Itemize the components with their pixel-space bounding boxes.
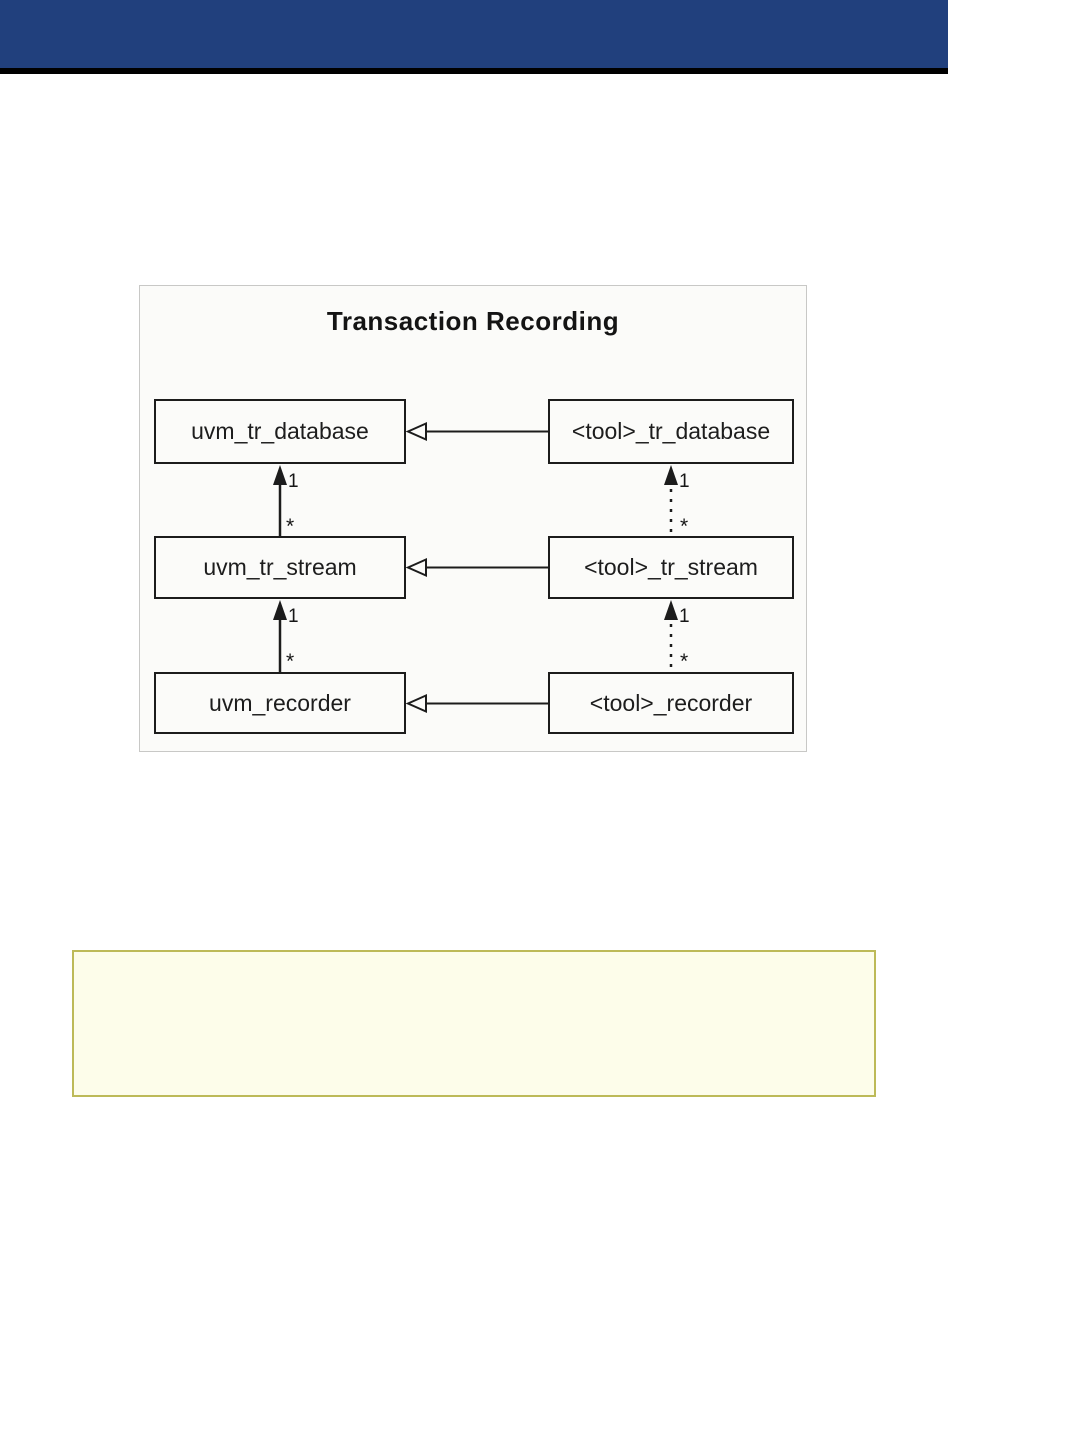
header-underline	[0, 68, 948, 74]
association-arrow-tool-stream-to-database	[664, 465, 678, 536]
diagram-title: Transaction Recording	[326, 306, 620, 336]
node-uvm-tr-stream: uvm_tr_stream	[154, 536, 406, 599]
multiplicity-one-right-gap1: 1	[679, 471, 690, 492]
association-arrow-uvm-stream-to-database	[273, 465, 287, 536]
generalization-arrow-database	[405, 421, 548, 442]
node-tool-tr-stream: <tool>_tr_stream	[548, 536, 794, 599]
header-bar	[0, 0, 948, 68]
node-uvm-tr-database: uvm_tr_database	[154, 399, 406, 464]
multiplicity-one-left-gap1: 1	[288, 471, 299, 492]
multiplicity-many-left-gap2: *	[286, 650, 295, 673]
multiplicity-many-right-gap2: *	[680, 650, 689, 673]
transaction-recording-diagram: Transaction Recording	[139, 285, 807, 752]
node-tool-tr-database: <tool>_tr_database	[548, 399, 794, 464]
note-box	[72, 950, 876, 1097]
generalization-arrow-recorder	[405, 693, 548, 714]
generalization-arrow-stream	[405, 557, 548, 578]
node-tool-recorder: <tool>_recorder	[548, 672, 794, 734]
node-uvm-recorder: uvm_recorder	[154, 672, 406, 734]
multiplicity-many-right-gap1: *	[680, 515, 689, 538]
association-arrow-uvm-recorder-to-stream	[273, 600, 287, 672]
association-arrow-tool-recorder-to-stream	[664, 600, 678, 672]
multiplicity-many-left-gap1: *	[286, 515, 295, 538]
diagram-edges	[273, 421, 678, 714]
multiplicity-one-left-gap2: 1	[288, 606, 299, 627]
multiplicity-one-right-gap2: 1	[679, 606, 690, 627]
